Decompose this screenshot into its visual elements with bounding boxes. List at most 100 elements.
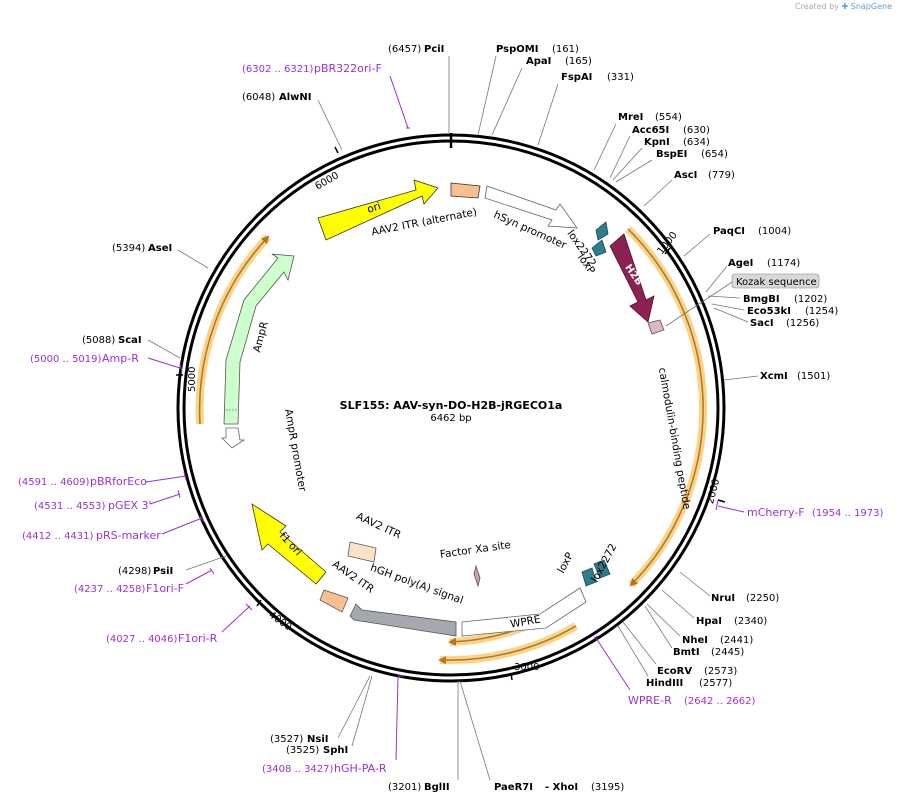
- factor-xa-label: Factor Xa site: [439, 539, 511, 561]
- factor-xa-feature[interactable]: [473, 564, 481, 588]
- site-name: Eco53kI: [747, 306, 791, 317]
- site-pos: (634): [683, 137, 710, 148]
- cds-halo-right: [625, 226, 708, 588]
- site-mrei[interactable]: MreI (554): [593, 112, 682, 171]
- site-pos: (554): [655, 112, 682, 123]
- site-pos: (165): [565, 56, 592, 67]
- loxp-bottom-feature[interactable]: [581, 567, 597, 587]
- site-name: AgeI: [728, 258, 753, 269]
- hsyn-promoter-feature[interactable]: [484, 185, 578, 229]
- site-scai[interactable]: (5088) ScaI: [82, 335, 181, 359]
- primer-pbrforeco[interactable]: (4591 .. 4609) pBRforEco: [18, 471, 187, 488]
- site-acc65i[interactable]: Acc65I (630): [609, 125, 710, 179]
- ori-feature[interactable]: [317, 179, 439, 241]
- site-name: PsiI: [153, 566, 173, 577]
- site-bglii[interactable]: (3201) BglII: [388, 681, 459, 793]
- site-hindiii[interactable]: HindIII (2577): [617, 625, 732, 689]
- site-bspei[interactable]: BspEI (654): [615, 149, 728, 183]
- site-pos: (1256): [786, 318, 819, 329]
- tick-label-3000: 3000: [514, 662, 539, 673]
- site-paqci[interactable]: PaqCI (1004): [683, 226, 791, 257]
- primer-name: pBRforEco: [90, 475, 147, 488]
- site-pos: (4298): [118, 566, 151, 577]
- site-pos: (654): [701, 149, 728, 160]
- ampr-promoter-feature[interactable]: [221, 427, 246, 449]
- primer-range: (4591 .. 4609): [18, 477, 90, 488]
- primer-range: (4412 .. 4431): [22, 531, 94, 542]
- primer-amp-r[interactable]: (5000 .. 5019) Amp-R: [30, 352, 183, 373]
- primer-pgex-3[interactable]: (4531 .. 4553) pGEX 3': [34, 489, 181, 512]
- primer-hgh-pa-r[interactable]: (3408 .. 3427) hGH-PA-R: [262, 675, 404, 775]
- wpre-feature[interactable]: [461, 587, 587, 637]
- aav2-itr-alt-feature[interactable]: [450, 182, 481, 199]
- primer-pbr322ori-f[interactable]: (6302 .. 6321) pBR322ori-F: [242, 62, 410, 129]
- hgh-polya-feature[interactable]: [349, 603, 457, 637]
- ori-label: ori: [366, 200, 383, 216]
- site-srui[interactable]: NruI (2250): [679, 571, 779, 604]
- site-nhei[interactable]: NheI (2441): [646, 603, 753, 646]
- site-asci[interactable]: AscI (779): [643, 170, 735, 207]
- site-sphi[interactable]: (3525) SphI: [286, 675, 373, 756]
- site-name: AscI: [674, 170, 697, 181]
- site-name: NsiI: [307, 734, 328, 745]
- f1-ori-feature[interactable]: [251, 503, 327, 585]
- created-by-label: Created by: [794, 2, 839, 11]
- primer-prs-marker[interactable]: (4412 .. 4431) pRS-marker: [22, 515, 205, 542]
- site-apai[interactable]: ApaI (165): [491, 56, 592, 136]
- site-psii[interactable]: (4298) PsiI: [118, 555, 227, 577]
- calmodulin-binding-feature[interactable]: [647, 319, 665, 335]
- site-asei[interactable]: (5394) AseI: [112, 243, 209, 269]
- site-paer7i-xhoi[interactable]: PaeR7I - XhoI (3195): [459, 680, 624, 793]
- site-pos: (2340): [734, 616, 767, 627]
- aav2-itr-inner-feature[interactable]: [347, 541, 377, 563]
- site-kpni[interactable]: KpnI (634): [612, 137, 710, 181]
- site-name: PciI: [424, 44, 444, 55]
- site-name: BglII: [424, 782, 450, 793]
- site-nsii[interactable]: (3527) NsiI: [270, 675, 371, 745]
- primer-mcherry-f[interactable]: mCherry-F (1954 .. 1973): [715, 499, 884, 519]
- site-fspai[interactable]: FspAI (331): [537, 72, 634, 146]
- aav2-itr-2-label: AAV2 ITR: [330, 558, 376, 595]
- loxp-top-feature[interactable]: [591, 239, 607, 257]
- site-name: NheI: [682, 635, 708, 646]
- cds-halo-bottom-outer: [438, 622, 579, 665]
- site-eco53ki[interactable]: Eco53kI (1254): [711, 303, 838, 317]
- lox2272-top-feature[interactable]: [595, 221, 609, 241]
- site-xcmi[interactable]: XcmI (1501): [723, 371, 830, 382]
- snapgene-logo: ✚: [841, 2, 849, 11]
- site-alwni[interactable]: (6048) AlwNI: [242, 92, 343, 151]
- lox2272-bottom-feature[interactable]: [593, 559, 611, 579]
- wpre-label: WPRE: [509, 613, 541, 630]
- tick-marks: [176, 146, 726, 681]
- kozak-sequence-label[interactable]: Kozak sequence: [665, 273, 820, 327]
- site-pos: (2573): [704, 666, 737, 677]
- site-pos: (3527): [270, 734, 303, 745]
- ampr-feature[interactable]: [223, 253, 295, 425]
- site-pos: (2441): [720, 635, 753, 646]
- site-saci[interactable]: SacI (1256): [713, 307, 819, 329]
- aav2-itr-1-label: AAV2 ITR: [354, 510, 403, 541]
- plasmid-size: 6462 bp: [430, 413, 471, 424]
- site-ecorv[interactable]: EcoRV (2573): [622, 621, 737, 677]
- site-pos: (1501): [797, 371, 830, 382]
- h2b-feature[interactable]: [609, 233, 655, 323]
- site-agei[interactable]: AgeI (1174): [705, 258, 800, 293]
- primer-wpre-r[interactable]: WPRE-R (2642 .. 2662): [593, 635, 756, 707]
- site-pcii[interactable]: (6457) PciI: [388, 44, 450, 133]
- site-bmgbi[interactable]: BmgBI (1202): [707, 294, 827, 305]
- primer-f1ori-f[interactable]: (4237 .. 4258) F1ori-F: [74, 567, 215, 595]
- site-pos: (3525): [286, 745, 319, 756]
- site-bmti[interactable]: BmtI (2445): [644, 605, 744, 658]
- site-name: AlwNI: [279, 92, 312, 103]
- aav2-itr-outer-feature[interactable]: [319, 589, 349, 613]
- site-hpai[interactable]: HpaI (2340): [661, 589, 767, 627]
- site-pos: (1254): [805, 306, 838, 317]
- site-pos: (331): [607, 72, 634, 83]
- hgh-polya-label: hGH poly(A) signal: [369, 562, 465, 607]
- site-psp-omi[interactable]: PspOMI (161): [477, 44, 579, 136]
- tick-label-5000: 5000: [187, 367, 198, 392]
- primer-f1ori-r[interactable]: (4027 .. 4046) F1ori-R: [106, 603, 253, 645]
- cbp-label: calmodulin-binding peptide: [656, 367, 693, 511]
- site-name: PaeR7I: [494, 782, 533, 793]
- site-name: PaqCI: [713, 226, 745, 237]
